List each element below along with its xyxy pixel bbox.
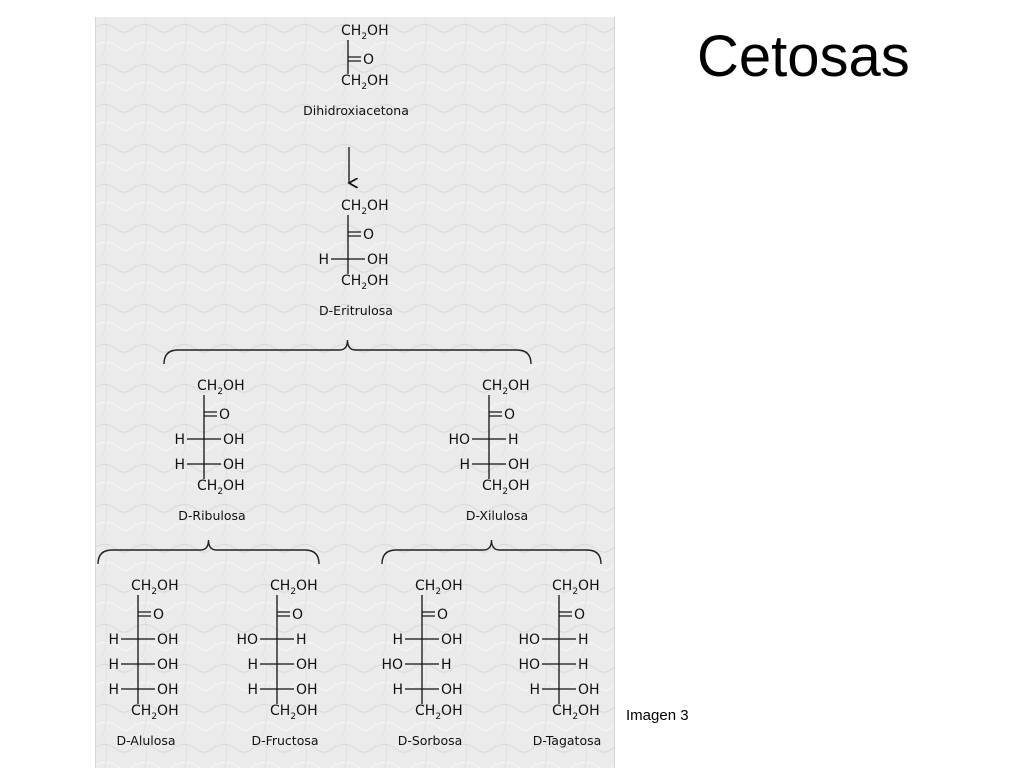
- bottom-group: CH2OH: [341, 273, 389, 292]
- left-substituent: H: [247, 657, 258, 673]
- top-group: CH2OH: [131, 578, 179, 597]
- sugar-name: Dihidroxiacetona: [303, 103, 409, 118]
- sugar-name: D-Sorbosa: [398, 733, 463, 748]
- left-substituent: H: [247, 682, 258, 698]
- carbonyl-oxygen: O: [437, 607, 448, 623]
- carbonyl-oxygen: O: [219, 407, 230, 423]
- top-group: CH2OH: [482, 378, 530, 397]
- sugar-name: D-Eritrulosa: [319, 303, 393, 318]
- left-substituent: H: [392, 682, 403, 698]
- right-substituent: H: [441, 657, 452, 673]
- left-substituent: H: [529, 682, 540, 698]
- left-substituent: H: [174, 457, 185, 473]
- left-substituent: H: [392, 632, 403, 648]
- right-substituent: OH: [441, 682, 463, 698]
- carbonyl-oxygen: O: [153, 607, 164, 623]
- left-substituent: H: [459, 457, 470, 473]
- left-substituent: H: [318, 252, 329, 268]
- carbonyl-oxygen: O: [292, 607, 303, 623]
- left-substituent: HO: [236, 632, 258, 648]
- branch-brace: [97, 539, 320, 565]
- slide-title: Cetosas: [697, 24, 910, 89]
- bottom-group: CH2OH: [197, 478, 245, 497]
- right-substituent: H: [578, 657, 589, 673]
- left-substituent: H: [174, 432, 185, 448]
- top-group: CH2OH: [341, 23, 389, 42]
- right-substituent: OH: [578, 682, 600, 698]
- top-group: CH2OH: [552, 578, 600, 597]
- sugar-name: D-Ribulosa: [178, 508, 245, 523]
- right-substituent: OH: [157, 657, 179, 673]
- right-substituent: H: [578, 632, 589, 648]
- right-substituent: OH: [157, 632, 179, 648]
- right-substituent: OH: [441, 632, 463, 648]
- left-substituent: H: [108, 657, 119, 673]
- bottom-group: CH2OH: [552, 703, 600, 722]
- right-substituent: OH: [296, 657, 318, 673]
- right-substituent: OH: [223, 457, 245, 473]
- top-group: CH2OH: [270, 578, 318, 597]
- right-substituent: OH: [157, 682, 179, 698]
- left-substituent: HO: [518, 632, 540, 648]
- carbonyl-oxygen: O: [574, 607, 585, 623]
- carbonyl-oxygen: O: [363, 52, 374, 68]
- right-substituent: OH: [508, 457, 530, 473]
- left-substituent: H: [108, 682, 119, 698]
- sugar-name: D-Fructosa: [251, 733, 318, 748]
- carbonyl-oxygen: O: [504, 407, 515, 423]
- left-substituent: HO: [381, 657, 403, 673]
- sugar-name: D-Xilulosa: [466, 508, 528, 523]
- image-caption: Imagen 3: [626, 707, 689, 724]
- sugar-name: D-Alulosa: [116, 733, 175, 748]
- diagram-connectors: [97, 147, 602, 565]
- left-substituent: HO: [448, 432, 470, 448]
- sugar-name: D-Tagatosa: [533, 733, 602, 748]
- branch-brace: [163, 339, 532, 365]
- top-group: CH2OH: [415, 578, 463, 597]
- structure-dha: CH2OH O CH2OH Dihidroxiacetona: [303, 23, 409, 118]
- bottom-group: CH2OH: [341, 73, 389, 92]
- left-substituent: H: [108, 632, 119, 648]
- bottom-group: CH2OH: [270, 703, 318, 722]
- bottom-group: CH2OH: [415, 703, 463, 722]
- top-group: CH2OH: [341, 198, 389, 217]
- marble-background: [96, 17, 614, 768]
- right-substituent: H: [508, 432, 519, 448]
- left-substituent: HO: [518, 657, 540, 673]
- right-substituent: OH: [296, 682, 318, 698]
- right-substituent: OH: [223, 432, 245, 448]
- right-substituent: H: [296, 632, 307, 648]
- branch-brace: [381, 539, 602, 565]
- right-substituent: OH: [367, 252, 389, 268]
- bottom-group: CH2OH: [482, 478, 530, 497]
- bottom-group: CH2OH: [131, 703, 179, 722]
- top-group: CH2OH: [197, 378, 245, 397]
- carbonyl-oxygen: O: [363, 227, 374, 243]
